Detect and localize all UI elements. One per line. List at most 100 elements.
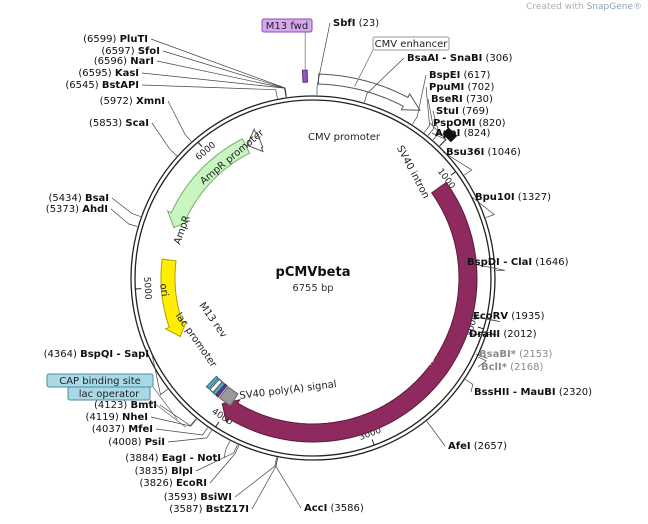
boxed-label-frame — [261, 18, 313, 33]
site-name: EcoRI — [176, 478, 207, 489]
site-position: (5972) — [100, 96, 133, 107]
feature-ampr[interactable] — [166, 138, 251, 229]
site-label-bspdi-clai[interactable]: BspDI - ClaI (1646) — [467, 257, 569, 268]
site-name: AhdI — [82, 204, 108, 215]
site-name: BspQI - SapI — [80, 349, 149, 360]
boxed-label-m13-fwd[interactable]: M13 fwd — [261, 18, 313, 83]
boxed-label-text: CAP binding site — [59, 376, 141, 387]
site-label-ecorv[interactable]: EcoRV (1935) — [473, 311, 545, 322]
site-name: BsaAI - SnaBI — [407, 53, 482, 64]
site-label-pluti[interactable]: (6599) PluTI — [83, 34, 148, 45]
site-label-xmni[interactable]: (5972) XmnI — [100, 96, 165, 107]
site-label-sfoi[interactable]: (6597) SfoI — [101, 46, 160, 57]
site-label-bspqi-sapi[interactable]: (4364) BspQI - SapI — [44, 349, 149, 360]
site-name: BclI* — [481, 362, 508, 373]
feature-label-ori: ori — [157, 283, 170, 297]
site-name: Bsu36I — [446, 147, 484, 158]
boxed-label-lac-operator[interactable]: lac operator — [67, 386, 186, 428]
feature-ampr-promoter[interactable] — [246, 127, 264, 153]
feature-m13-rev[interactable] — [215, 383, 228, 399]
site-label-nari[interactable]: (6596) NarI — [94, 56, 154, 67]
feature-ori[interactable] — [160, 258, 188, 338]
site-position: (4008) — [108, 437, 141, 448]
site-label-scai[interactable]: (5853) ScaI — [89, 118, 149, 129]
feature-sv40-intron[interactable] — [442, 127, 458, 143]
site-label-blpi[interactable]: (3835) BlpI — [135, 466, 193, 477]
site-position: (23) — [359, 18, 380, 29]
site-label-bsu36i[interactable]: Bsu36I (1046) — [446, 147, 521, 158]
site-leader-stui — [432, 110, 440, 141]
site-position: (1646) — [535, 257, 568, 268]
site-label-psii[interactable]: (4008) PsiI — [108, 437, 165, 448]
site-label-bsabi[interactable]: BsaBI* (2153) — [479, 349, 552, 360]
site-label-kasi[interactable]: (6595) KasI — [78, 68, 139, 79]
boxed-label-cmv-enhancer[interactable]: CMV enhancer — [354, 36, 450, 87]
site-label-ecori[interactable]: (3826) EcoRI — [139, 478, 207, 489]
watermark-prefix: Created with — [526, 2, 584, 12]
site-label-bmti[interactable]: (4123) BmtI — [94, 400, 157, 411]
site-name: MfeI — [128, 424, 153, 435]
site-leader-eagi-noti — [223, 440, 231, 459]
site-position: (3835) — [135, 466, 168, 477]
site-leader-bsaai-snabi — [364, 57, 405, 103]
feature-sv40-poly-a-signal[interactable] — [218, 386, 239, 407]
boxed-label-leader — [354, 49, 374, 87]
ring-tick — [450, 171, 457, 176]
site-leader-bmti — [159, 404, 197, 427]
site-position: (3586) — [331, 503, 364, 514]
site-label-acci[interactable]: AccI (3586) — [304, 503, 364, 514]
site-position: (1935) — [511, 311, 544, 322]
site-label-mfei[interactable]: (4037) MfeI — [92, 424, 153, 435]
site-label-bcli[interactable]: BclI* (2168) — [481, 362, 543, 373]
site-label-bstapi[interactable]: (6545) BstAPI — [65, 80, 139, 91]
site-name: PluTI — [120, 34, 148, 45]
site-label-ppumi[interactable]: PpuMI (702) — [429, 82, 494, 93]
site-label-nhei[interactable]: (4119) NheI — [86, 412, 148, 423]
feature-cmv-promoter[interactable] — [317, 73, 421, 111]
ring-tick — [477, 326, 484, 330]
site-label-bsshii-maubi[interactable]: BssHII - MauBI (2320) — [474, 387, 592, 398]
site-label-afei[interactable]: AfeI (2657) — [448, 441, 507, 452]
feature-lac-promoter[interactable] — [209, 378, 223, 394]
site-name: EcoRV — [473, 311, 508, 322]
boxed-label-leader — [152, 386, 178, 420]
boxed-label-frame — [67, 386, 151, 401]
site-label-bpu10i[interactable]: Bpu10I (1327) — [475, 192, 551, 203]
site-label-pspomi[interactable]: PspOMI (820) — [433, 118, 506, 129]
site-position: (306) — [486, 53, 513, 64]
site-name: BseRI — [431, 94, 463, 105]
site-name: BsiWI — [200, 492, 232, 503]
site-leader-apai — [431, 132, 447, 147]
site-label-bseri[interactable]: BseRI (730) — [431, 94, 493, 105]
site-label-bsiwi[interactable]: (3593) BsiWI — [164, 492, 232, 503]
site-leader-scai — [151, 122, 178, 156]
feature-cap-binding-site[interactable] — [205, 376, 220, 390]
ring-inner-line — [134, 99, 492, 457]
site-name: BspDI - ClaI — [467, 257, 532, 268]
site-label-draiii[interactable]: DraIII (2012) — [469, 329, 537, 340]
site-position: (3826) — [139, 478, 172, 489]
site-label-bsaai-snabi[interactable]: BsaAI - SnaBI (306) — [407, 53, 512, 64]
site-position: (2320) — [559, 387, 592, 398]
site-name: PspOMI — [433, 118, 475, 129]
site-label-sbfi[interactable]: SbfI (23) — [333, 18, 379, 29]
site-label-stui[interactable]: StuI (769) — [436, 106, 489, 117]
site-label-ahdi[interactable]: (5373) AhdI — [46, 204, 108, 215]
boxed-label-cap-binding-site[interactable]: CAP binding site — [46, 373, 178, 420]
feature-label-ampr-promoter: AmpR promoter — [198, 127, 267, 187]
site-label-bstz17i[interactable]: (3587) BstZ17I — [169, 504, 249, 515]
site-leader-bspei — [412, 74, 427, 125]
site-leader-blpi — [195, 444, 238, 472]
site-name: ApaI — [435, 128, 460, 139]
site-leader-bstz17i — [251, 457, 278, 510]
site-name: ScaI — [125, 118, 149, 129]
site-label-apai[interactable]: ApaI (824) — [435, 128, 491, 139]
site-position: (6597) — [101, 46, 134, 57]
site-label-eagi-noti[interactable]: (3884) EagI - NotI — [125, 453, 221, 464]
site-position: (4119) — [86, 412, 119, 423]
site-leader-mfei — [155, 427, 208, 436]
plasmid-name: pCMVbeta — [276, 265, 351, 280]
site-label-bspei[interactable]: BspEI (617) — [429, 70, 490, 81]
site-label-bsai[interactable]: (5434) BsaI — [49, 193, 110, 204]
